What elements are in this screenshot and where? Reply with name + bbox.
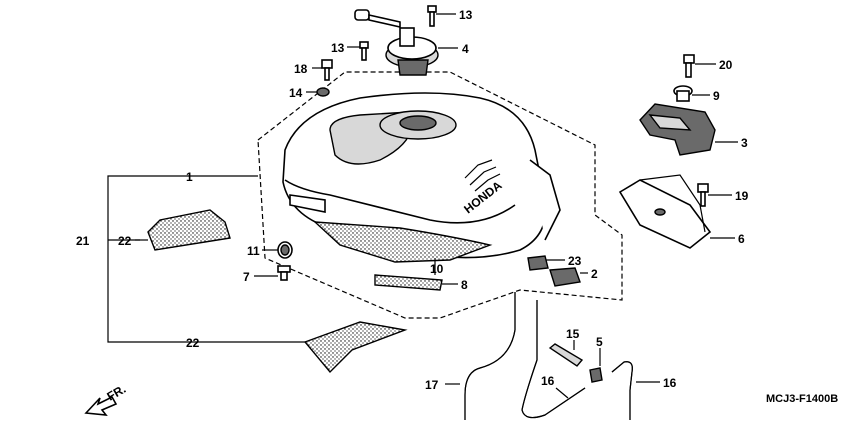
tank-mount-rubber-3[interactable] (639, 103, 716, 156)
callout-8: 8 (461, 278, 468, 292)
callout-5: 5 (596, 335, 603, 349)
bolt-7[interactable] (277, 265, 291, 281)
fuel-filler-cap[interactable] (385, 27, 439, 76)
callout-22-lower: 22 (186, 336, 200, 350)
callout-4: 4 (462, 42, 469, 56)
diagram-code: MCJ3-F1400B (766, 393, 838, 405)
callout-21: 21 (76, 234, 90, 248)
ignition-key-icon (354, 9, 401, 29)
hose-17[interactable] (464, 292, 516, 420)
tank-pad-10[interactable] (313, 221, 493, 263)
callout-14: 14 (289, 86, 303, 100)
callout-1: 1 (186, 170, 193, 184)
callout-23: 23 (568, 254, 582, 268)
callout-16-right: 16 (663, 376, 677, 390)
callout-17: 17 (425, 378, 439, 392)
assembly-outline (257, 71, 623, 319)
bolt-13-left[interactable] (359, 41, 369, 61)
callout-10: 10 (430, 262, 444, 276)
callout-16-left: 16 (541, 374, 555, 388)
tank-bracket-6[interactable] (618, 174, 712, 249)
callout-3: 3 (741, 136, 748, 150)
callout-22-upper: 22 (118, 234, 132, 248)
callout-7: 7 (243, 270, 250, 284)
nut-11[interactable] (277, 241, 293, 259)
pad-22-lower[interactable] (303, 321, 408, 374)
rubber-23[interactable] (527, 255, 549, 271)
tube-15[interactable] (548, 343, 584, 367)
callout-15: 15 (566, 327, 580, 341)
callout-13-left: 13 (331, 41, 345, 55)
clip-5[interactable] (589, 367, 603, 383)
callout-19: 19 (735, 189, 749, 203)
washer-14[interactable] (316, 87, 330, 97)
bracket-lines (107, 175, 310, 343)
callout-9: 9 (713, 89, 720, 103)
bolt-13-top[interactable] (427, 5, 437, 27)
arrow-down-left-icon (84, 395, 118, 416)
honda-wing-icon (464, 159, 501, 192)
pad-22-upper[interactable] (147, 209, 231, 251)
callout-6: 6 (738, 232, 745, 246)
callout-13-top: 13 (459, 8, 473, 22)
strip-8[interactable] (374, 274, 443, 291)
cushion-2[interactable] (549, 267, 581, 287)
fuel-tank[interactable]: HONDA (282, 92, 561, 259)
callout-11: 11 (247, 244, 260, 258)
bolt-20[interactable] (683, 54, 695, 78)
callout-20: 20 (719, 58, 733, 72)
hose-16-right[interactable] (611, 361, 633, 420)
callout-18: 18 (294, 62, 308, 76)
bolt-19[interactable] (697, 183, 709, 207)
collar-9[interactable] (673, 85, 693, 102)
callout-2: 2 (591, 267, 598, 281)
front-direction-indicator: FR. (84, 382, 128, 416)
bolt-18[interactable] (321, 59, 333, 81)
